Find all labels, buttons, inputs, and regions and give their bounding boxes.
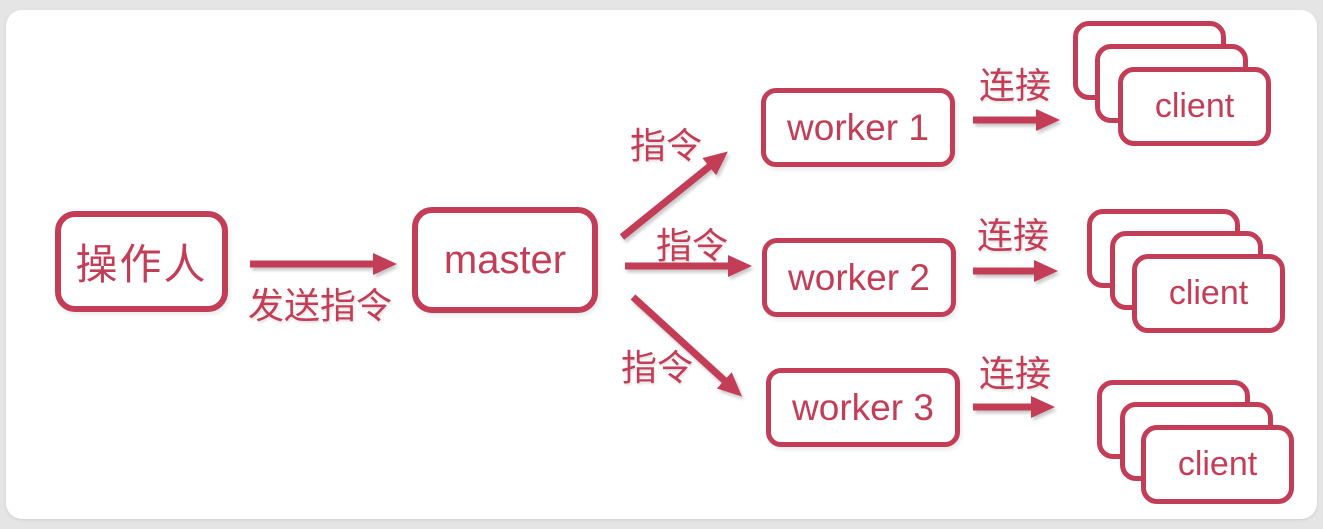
client-card-front: client — [1141, 425, 1294, 504]
arrow-master-to-worker3 — [630, 294, 742, 397]
edge-label-connect-2: 连接 — [977, 215, 1050, 256]
edge-label-command-1: 指令 — [630, 125, 703, 166]
arrow-master-to-worker1 — [619, 151, 728, 240]
edge-label-connect-3: 连接 — [979, 353, 1052, 394]
worker-node-1: worker 1 — [761, 88, 955, 167]
edge-label-connect-1: 连接 — [979, 65, 1052, 106]
client-card-front: client — [1132, 254, 1285, 333]
worker-node-3: worker 3 — [766, 368, 960, 447]
operator-node: 操作人 — [55, 211, 228, 312]
edge-label-command-2: 指令 — [656, 225, 729, 266]
worker-node-2: worker 2 — [762, 238, 956, 317]
master-node: master — [412, 207, 598, 313]
edge-label-send-command: 发送指令 — [248, 285, 393, 326]
edge-label-command-3: 指令 — [621, 347, 694, 388]
client-card-front: client — [1118, 67, 1271, 146]
